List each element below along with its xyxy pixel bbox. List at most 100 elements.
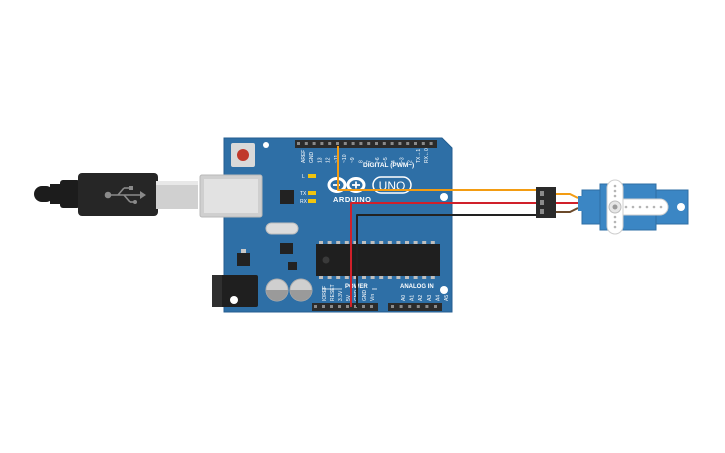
board-brand: ARDUINO	[333, 195, 372, 204]
ground-wire[interactable]	[356, 214, 538, 307]
power-pin-label: GND	[362, 290, 368, 302]
header-pin[interactable]	[370, 305, 373, 308]
power-pin-label: 5V	[346, 294, 352, 301]
header-pin[interactable]	[336, 142, 339, 145]
digital-pin-label: ~9	[350, 157, 356, 163]
power-wire[interactable]	[350, 202, 538, 307]
header-pin[interactable]	[330, 305, 333, 308]
led-rx-label: RX	[300, 199, 308, 205]
servo-horn[interactable]	[606, 179, 669, 235]
usb-cable[interactable]	[34, 173, 198, 216]
usb-chip	[280, 190, 294, 204]
reset-button-cap[interactable]	[237, 149, 249, 161]
header-pin[interactable]	[382, 142, 386, 145]
digital-pin-label: 7	[367, 160, 373, 163]
atmega-chip	[316, 241, 440, 279]
servo-connector[interactable]	[536, 187, 556, 218]
power-pin-label: Vin	[370, 294, 376, 301]
servo-signal-lead	[556, 193, 579, 199]
header-pin[interactable]	[362, 305, 365, 308]
header-pin[interactable]	[434, 305, 437, 308]
header-pin[interactable]	[398, 142, 402, 145]
digital-pin-label: ~11	[334, 155, 340, 163]
header-pin[interactable]	[343, 142, 347, 145]
servo-mount-hole	[677, 203, 685, 211]
header-pin[interactable]	[414, 142, 417, 145]
analog-pin-label: A3	[427, 295, 433, 301]
header-pin[interactable]	[425, 305, 429, 308]
header-pin[interactable]	[429, 142, 433, 145]
digital-header-label: DIGITAL (PWM~)	[363, 162, 414, 169]
power-jack[interactable]	[212, 275, 258, 307]
digital-pin-label: 13	[317, 157, 323, 163]
analog-pin-label: A0	[401, 295, 407, 301]
header-pin[interactable]	[359, 142, 363, 145]
usb-trident-icon	[104, 186, 146, 204]
header-pin[interactable]	[416, 305, 420, 308]
wires[interactable]	[337, 146, 579, 307]
crystal-oscillator	[265, 222, 299, 235]
header-pin[interactable]	[328, 142, 332, 145]
power-header[interactable]	[312, 303, 378, 311]
analog-section-label: ANALOG IN	[400, 284, 434, 290]
header-pin[interactable]	[375, 142, 378, 145]
header-pin[interactable]	[351, 142, 355, 145]
digital-pin-label: AREF	[301, 150, 307, 163]
chip-pins	[319, 276, 435, 279]
header-pin[interactable]	[322, 305, 325, 308]
header-pin[interactable]	[320, 142, 324, 145]
header-pin[interactable]	[367, 142, 371, 145]
led-rx	[308, 199, 316, 203]
analog-pin-label: A4	[435, 295, 441, 301]
uno-badge	[372, 176, 412, 194]
header-pin[interactable]	[297, 142, 300, 145]
mounting-hole	[230, 296, 238, 304]
digital-header[interactable]	[295, 140, 437, 148]
mounting-hole	[440, 286, 448, 294]
signal-wire[interactable]	[337, 146, 538, 191]
analog-pin-label: A2	[418, 295, 424, 301]
header-pin[interactable]	[399, 305, 403, 308]
usb-boot	[60, 180, 80, 208]
header-pin[interactable]	[346, 305, 349, 308]
servo-motor[interactable]	[578, 179, 689, 235]
voltage-regulator	[237, 253, 250, 266]
header-pin[interactable]	[421, 142, 425, 145]
digital-pin-label: TX→1	[416, 149, 422, 163]
header-pin[interactable]	[408, 305, 412, 308]
digital-pin-label: 2	[408, 160, 414, 163]
power-pin-label: RESET	[330, 284, 336, 301]
led-tx-label: TX	[300, 191, 307, 197]
analog-pin-label: A5	[444, 295, 450, 301]
header-pin[interactable]	[391, 305, 394, 308]
usb-strain-relief	[50, 184, 62, 204]
usb-cable-end	[34, 186, 54, 202]
analog-header[interactable]	[388, 303, 442, 311]
digital-pin-label: ~3	[399, 157, 405, 163]
header-pin[interactable]	[406, 142, 410, 145]
header-pin[interactable]	[390, 142, 394, 145]
header-pin[interactable]	[304, 142, 308, 145]
header-pin[interactable]	[338, 305, 341, 308]
digital-pin-label: ~10	[342, 154, 348, 163]
power-analog-pins	[314, 305, 437, 308]
led-l-label: L	[302, 174, 305, 180]
servo-ground-lead	[556, 207, 579, 213]
small-chip	[288, 262, 297, 270]
usb-plug-metal	[156, 181, 198, 209]
digital-pin-label: 12	[326, 157, 332, 163]
small-chip	[280, 243, 293, 254]
power-pin-label: IOREF	[322, 286, 328, 301]
digital-pin-label: RX←0	[424, 148, 430, 163]
digital-pins	[297, 142, 433, 145]
header-pin[interactable]	[354, 305, 357, 308]
header-pin[interactable]	[314, 305, 317, 308]
header-pin[interactable]	[312, 142, 316, 145]
digital-pin-label: ~5	[383, 157, 389, 163]
led-tx	[308, 191, 316, 195]
mounting-hole	[263, 142, 269, 148]
analog-pin-label: A1	[410, 295, 416, 301]
